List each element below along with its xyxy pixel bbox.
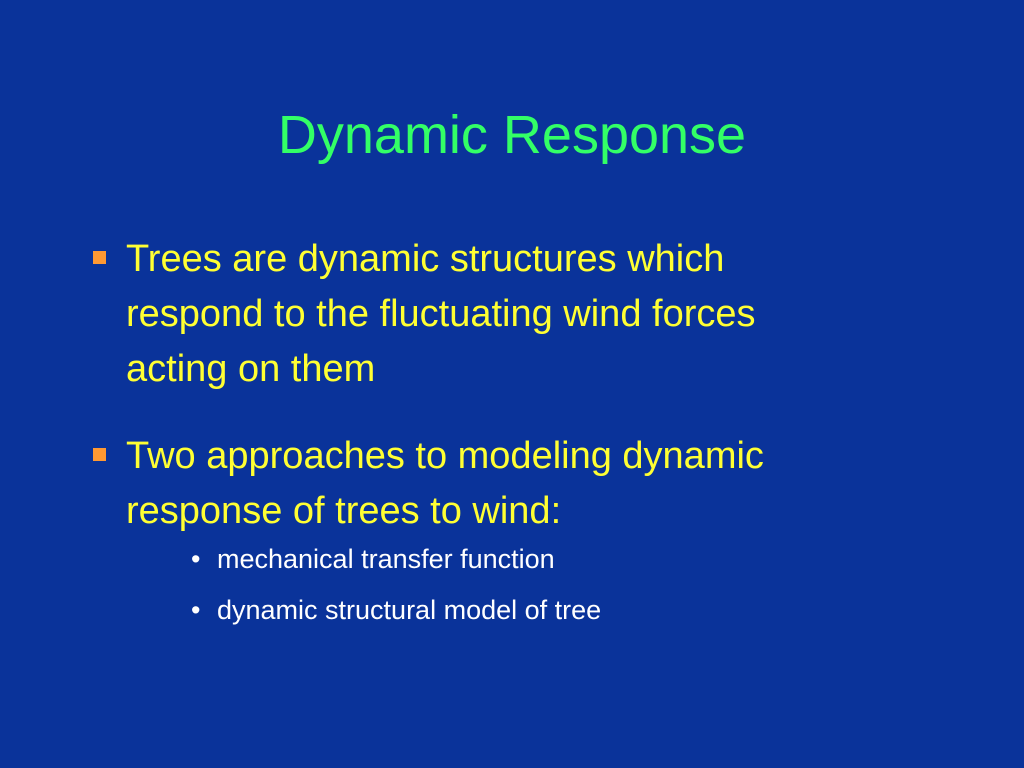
- bullet-item: Trees are dynamic structures which respon…: [88, 232, 988, 397]
- bullet-line: acting on them: [126, 348, 376, 390]
- subbullet-list: • mechanical transfer function • dynamic…: [126, 543, 988, 626]
- subbullet-text: mechanical transfer function: [217, 544, 555, 574]
- dot-bullet-icon: •: [191, 595, 201, 625]
- bullet-item: Two approaches to modeling dynamic respon…: [88, 429, 988, 626]
- subbullet-text: dynamic structural model of tree: [217, 595, 602, 625]
- bullet-line: response of trees to wind:: [126, 490, 562, 532]
- bullet-line: respond to the fluctuating wind forces: [126, 293, 756, 335]
- slide-title: Dynamic Response: [277, 105, 747, 165]
- subbullet-item: • mechanical transfer function: [187, 543, 988, 575]
- bullet-line: Trees are dynamic structures which: [126, 238, 725, 280]
- square-bullet-icon: [93, 448, 106, 461]
- bullet-text: Two approaches to modeling dynamic respon…: [126, 435, 764, 532]
- bullet-text: Trees are dynamic structures which respon…: [126, 238, 756, 390]
- bullet-list: Trees are dynamic structures which respon…: [88, 232, 988, 658]
- bullet-line: Two approaches to modeling dynamic: [126, 435, 764, 477]
- dot-bullet-icon: •: [191, 544, 201, 574]
- subbullet-item: • dynamic structural model of tree: [187, 594, 988, 626]
- square-bullet-icon: [93, 251, 106, 264]
